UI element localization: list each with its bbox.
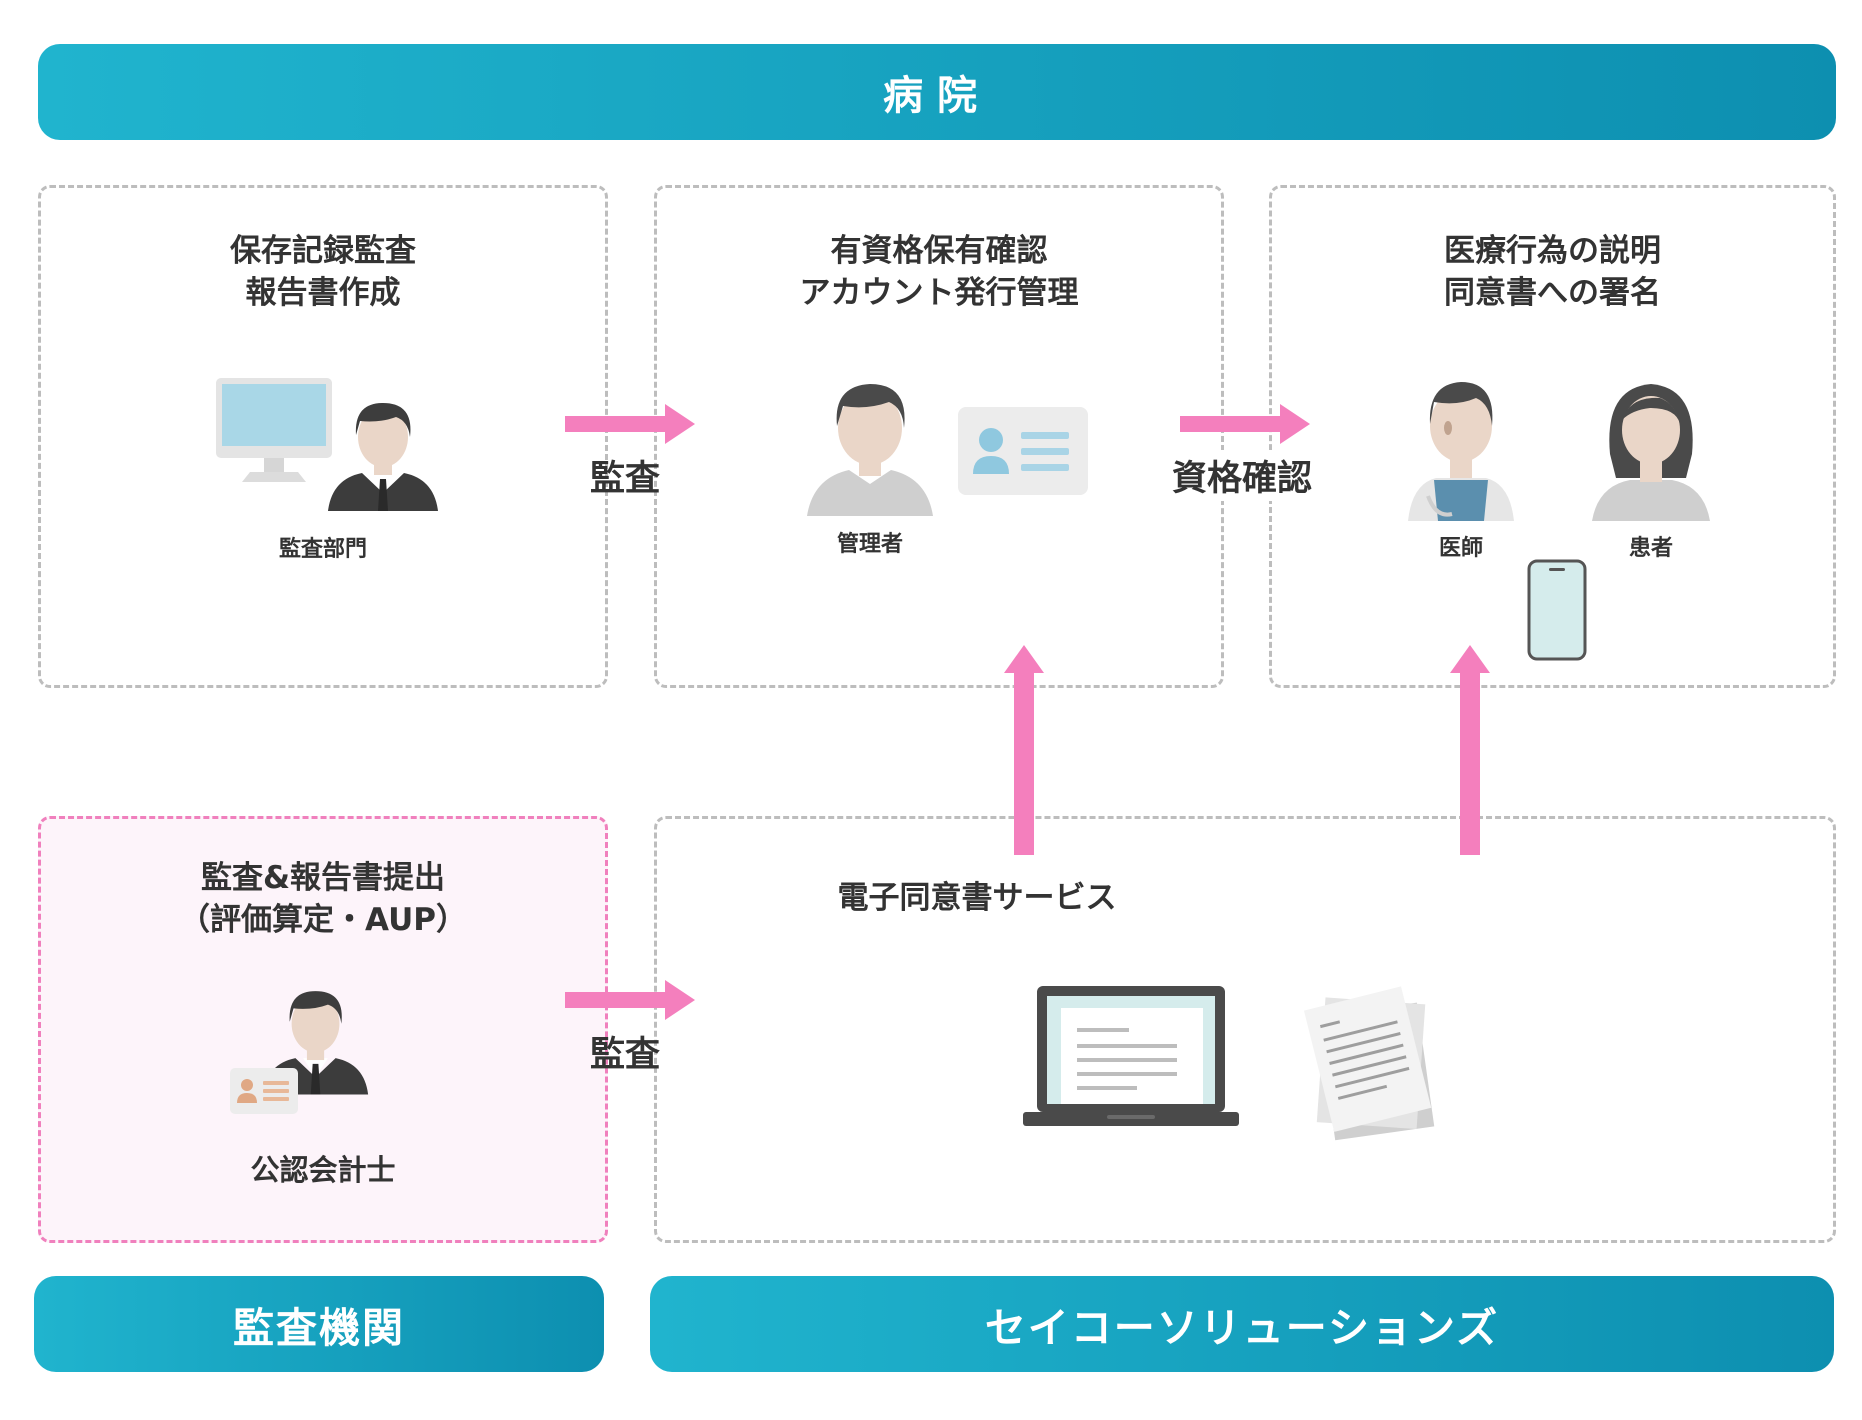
cpa-title: 監査&報告書提出 （評価算定・AUP）	[179, 860, 467, 938]
doctor-icon	[1408, 382, 1514, 521]
documents-icon	[1303, 986, 1435, 1141]
arrow-audit-top	[565, 404, 695, 444]
hospital-banner-label: 病院	[883, 73, 991, 119]
service-box: 電子同意書サービス	[654, 816, 1836, 1243]
businessman-icon	[328, 403, 438, 511]
seiko-solutions-banner: セイコーソリューションズ	[650, 1276, 1834, 1372]
arrow-qualification	[1180, 404, 1310, 444]
arrow-up-account	[1004, 645, 1044, 855]
license-card-icon	[230, 1068, 298, 1114]
audit-department-label: 監査部門	[278, 537, 367, 562]
account-management-title: 有資格保有確認 アカウント発行管理	[799, 233, 1079, 311]
audit-department-title: 保存記録監査 報告書作成	[230, 233, 416, 311]
audit-agency-banner: 監査機関	[34, 1276, 604, 1372]
laptop-icon	[1023, 986, 1239, 1126]
doctor-label: 医師	[1438, 536, 1483, 561]
hospital-banner: 病院	[38, 44, 1836, 140]
arrow-up-consent	[1450, 645, 1490, 855]
administrator-icon	[807, 384, 933, 516]
accountant-label: 公認会計士	[250, 1153, 396, 1187]
consent-box: 医療行為の説明 同意書への署名 医師 患者	[1269, 185, 1836, 688]
arrow-audit-bottom	[565, 980, 695, 1020]
account-management-box: 有資格保有確認 アカウント発行管理 管理者	[654, 185, 1224, 688]
patient-label: 患者	[1628, 536, 1673, 561]
seiko-solutions-banner-label: セイコーソリューションズ	[984, 1304, 1500, 1352]
arrow-audit-top-label: 監査	[590, 459, 661, 499]
smartphone-icon	[1527, 559, 1587, 661]
audit-agency-banner-label: 監査機関	[233, 1304, 405, 1352]
service-title: 電子同意書サービス	[837, 880, 1117, 916]
cpa-box: 監査&報告書提出 （評価算定・AUP） 公認会計士	[38, 816, 608, 1243]
administrator-label: 管理者	[836, 532, 903, 557]
arrow-audit-bottom-label: 監査	[590, 1035, 661, 1075]
consent-title: 医療行為の説明 同意書への署名	[1444, 233, 1661, 311]
monitor-icon	[216, 378, 332, 482]
id-card-icon	[958, 407, 1088, 495]
arrow-qualification-label: 資格確認	[1170, 450, 1315, 501]
patient-icon	[1592, 384, 1710, 521]
audit-department-box: 保存記録監査 報告書作成 監査部門	[38, 185, 608, 688]
